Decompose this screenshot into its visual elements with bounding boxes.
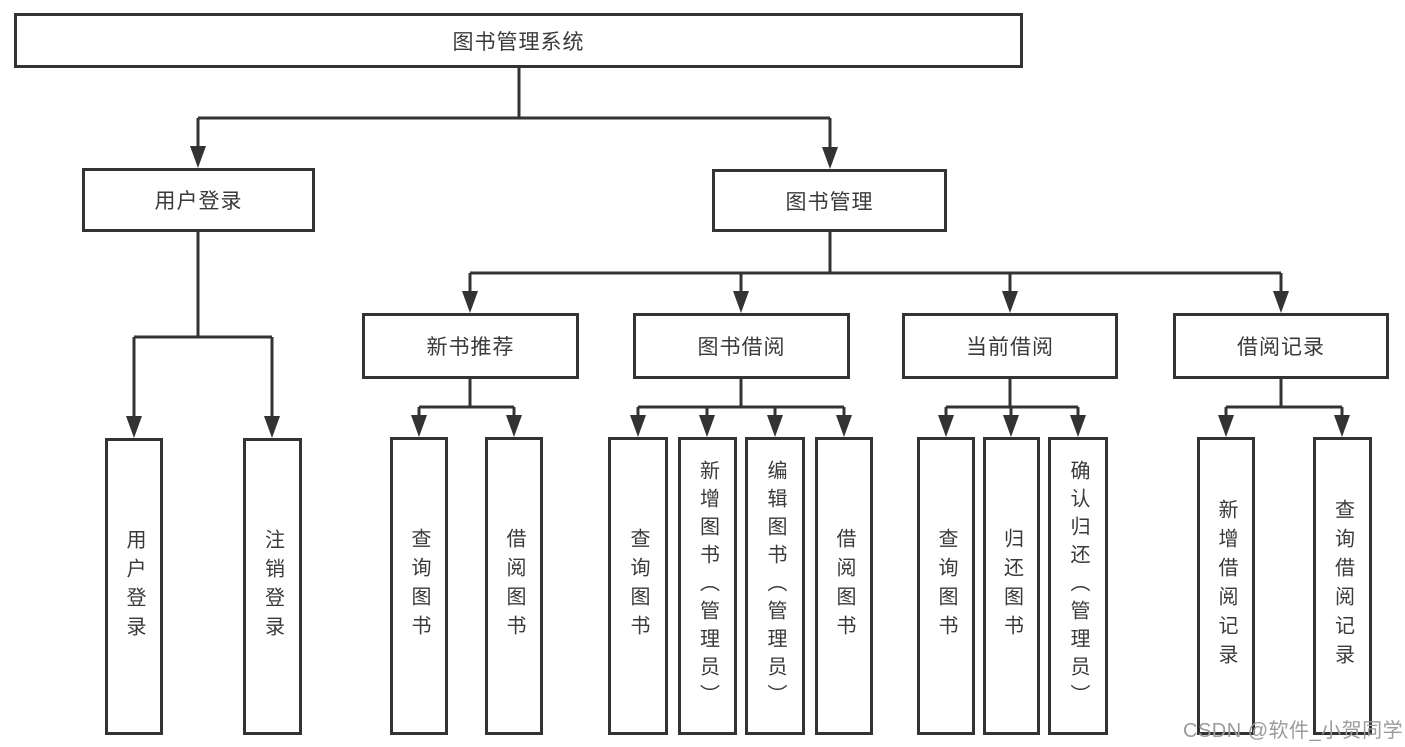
node-label: 用户登录 <box>123 528 145 645</box>
leaf-logout: 注销登录 <box>243 438 302 735</box>
node-book-borrowing: 图书借阅 <box>633 313 850 379</box>
leaf-borrowing-borrow-books: 借阅图书 <box>815 437 873 735</box>
node-label: 查询图书 <box>627 528 649 644</box>
node-label: 查询图书 <box>935 528 957 644</box>
leaf-user-login: 用户登录 <box>105 438 163 735</box>
node-label: 查询图书 <box>408 528 430 644</box>
node-label: 确认归还（管理员） <box>1067 460 1089 712</box>
node-label: 借阅记录 <box>1237 336 1325 359</box>
leaf-borrowing-query-books: 查询图书 <box>608 437 668 735</box>
leaf-current-query-books: 查询图书 <box>917 437 975 735</box>
node-new-book-recommend: 新书推荐 <box>362 313 579 379</box>
arrowhead-icons <box>126 146 1350 438</box>
node-label: 查询借阅记录 <box>1331 499 1354 673</box>
node-library-management-system: 图书管理系统 <box>14 13 1023 68</box>
node-label: 图书借阅 <box>697 336 786 359</box>
node-label: 归还图书 <box>1000 528 1023 644</box>
node-label: 注销登录 <box>261 528 284 645</box>
node-label: 当前借阅 <box>966 336 1054 359</box>
leaf-borrowing-add-books-admin: 新增图书（管理员） <box>678 437 737 735</box>
leaf-recommend-borrow-books: 借阅图书 <box>485 437 543 735</box>
leaf-record-add-borrow-record: 新增借阅记录 <box>1197 437 1255 735</box>
node-label: 编辑图书（管理员） <box>764 460 786 712</box>
node-label: 用户登录 <box>154 190 243 213</box>
node-book-management: 图书管理 <box>712 169 947 232</box>
leaf-borrowing-edit-books-admin: 编辑图书（管理员） <box>745 437 805 735</box>
leaf-current-confirm-return-admin: 确认归还（管理员） <box>1048 437 1108 735</box>
node-label: 新书推荐 <box>426 336 515 359</box>
node-label: 借阅图书 <box>503 528 525 644</box>
node-user-login: 用户登录 <box>82 168 315 232</box>
node-label: 借阅图书 <box>833 528 855 644</box>
node-label: 图书管理 <box>785 190 874 214</box>
node-label: 新增图书（管理员） <box>696 460 719 712</box>
csdn-watermark: CSDN @软件_小贺同学 <box>1183 720 1404 742</box>
node-label: 图书管理系统 <box>452 30 585 54</box>
node-borrowing-records: 借阅记录 <box>1173 313 1389 379</box>
node-current-borrowing: 当前借阅 <box>902 313 1118 379</box>
leaf-recommend-query-books: 查询图书 <box>390 437 448 735</box>
leaf-record-query-borrow-record: 查询借阅记录 <box>1313 437 1372 735</box>
leaf-current-return-books: 归还图书 <box>983 437 1040 735</box>
node-label: 新增借阅记录 <box>1215 499 1237 673</box>
